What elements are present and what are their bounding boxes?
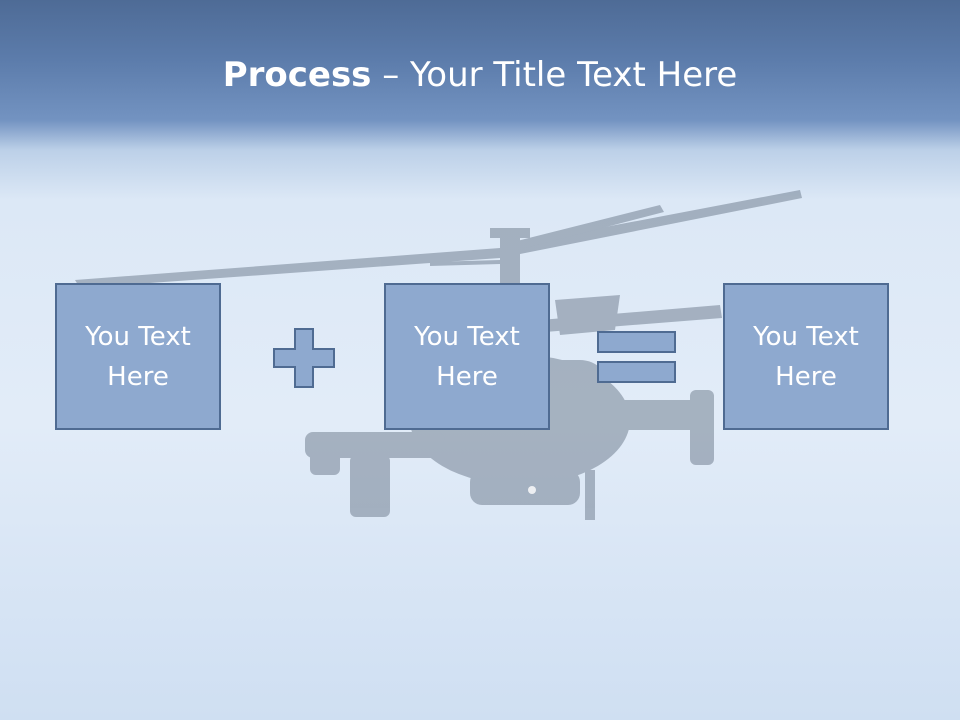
process-step-2-box[interactable]: You Text Here <box>384 283 550 430</box>
process-step-1-box[interactable]: You Text Here <box>55 283 221 430</box>
process-step-3-text: You Text Here <box>753 321 859 392</box>
process-step-3-box[interactable]: You Text Here <box>723 283 889 430</box>
title-regular-part: – Your Title Text Here <box>371 55 738 95</box>
process-step-2-text: You Text Here <box>414 321 520 392</box>
plus-icon <box>273 328 335 388</box>
slide-title: Process – Your Title Text Here <box>0 52 960 98</box>
equals-icon <box>597 331 676 383</box>
process-step-1-text: You Text Here <box>85 321 191 392</box>
title-bold-part: Process <box>222 55 372 95</box>
